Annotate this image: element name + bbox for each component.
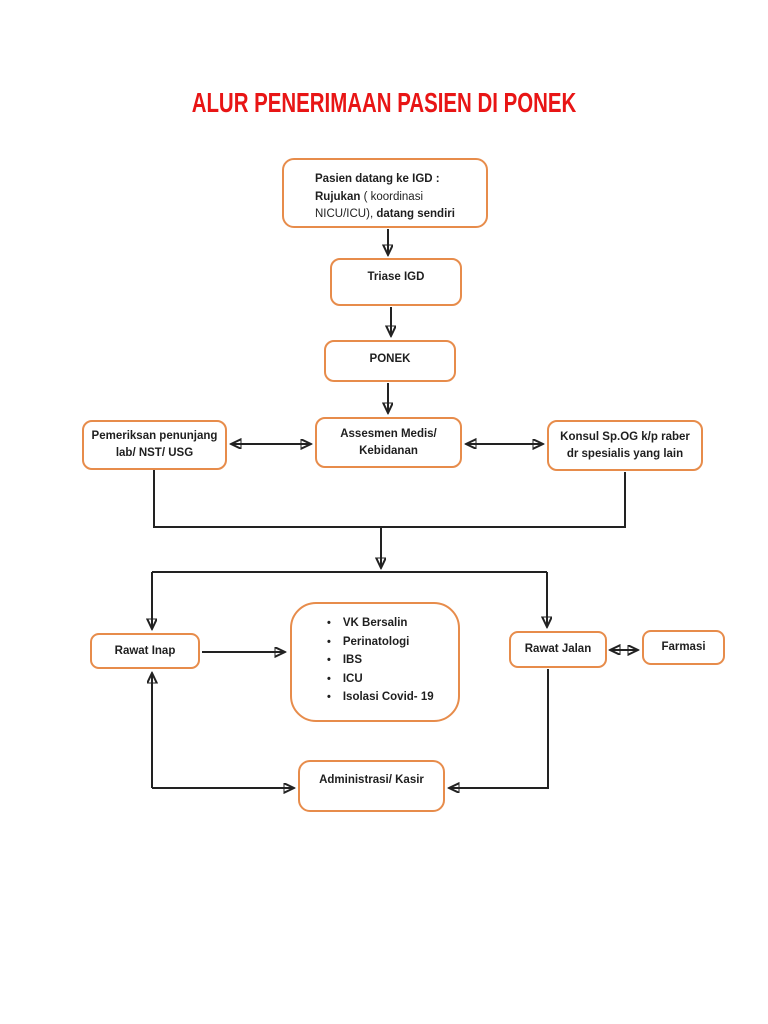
line-join-pemeriksan-konsul [153, 470, 626, 528]
node-administrasi-kasir: Administrasi/ Kasir [298, 760, 445, 812]
unit-vk-bersalin: VK Bersalin [342, 617, 408, 629]
node-farmasi: Farmasi [642, 630, 725, 665]
node-pasien-line1: Pasien datang ke IGD : [315, 173, 440, 185]
node-pasien-line3: NICU/ICU), datang sendiri [315, 206, 482, 224]
node-konsul-spog: Konsul Sp.OG k/p raber dr spesialis yang… [547, 420, 703, 471]
konsul-line1: Konsul Sp.OG k/p raber [560, 431, 690, 443]
list-item: • Isolasi Covid- 19 [292, 690, 458, 704]
pasien-datang-sendiri-text: datang sendiri [376, 208, 455, 220]
rawat-inap-label: Rawat Inap [114, 644, 176, 657]
unit-icu: ICU [342, 672, 363, 685]
node-pasien-line2: Rujukan ( koordinasi [315, 189, 482, 207]
pasien-rujukan-text: Rujukan [315, 190, 364, 203]
page-title: ALUR PENERIMAAN PASIEN DI PONEK [191, 87, 577, 118]
bullet-icon: • [327, 635, 331, 648]
pasien-koordinasi-text: ( koordinasi [363, 190, 424, 203]
bullet-icon: • [327, 654, 331, 666]
list-item: • VK Bersalin [292, 616, 458, 630]
node-assesmen-medis: Assesmen Medis/ Kebidanan [315, 417, 462, 468]
node-ponek: PONEK [324, 340, 456, 382]
list-item: • IBS [292, 653, 458, 667]
list-item: • Perinatologi [292, 635, 458, 649]
list-item: • ICU [292, 672, 458, 686]
node-triase-label: Triase IGD [367, 271, 425, 283]
unit-ibs: IBS [342, 654, 363, 666]
assesmen-line1: Assesmen Medis/ [340, 428, 437, 440]
rawat-jalan-label: Rawat Jalan [524, 643, 592, 655]
administrasi-label: Administrasi/ Kasir [319, 774, 424, 786]
node-rawat-inap: Rawat Inap [90, 633, 200, 669]
bullet-icon: • [327, 617, 331, 629]
node-unit-list: • VK Bersalin • Perinatologi • IBS • ICU • Is… [290, 602, 460, 722]
pemeriksan-line2: lab/ NST/ USG [115, 447, 194, 459]
konsul-line2: dr spesialis yang lain [566, 448, 684, 460]
node-pasien-datang: Pasien datang ke IGD : Rujukan ( koordin… [282, 158, 488, 228]
node-rawat-jalan: Rawat Jalan [509, 631, 607, 668]
unit-list: • VK Bersalin • Perinatologi • IBS • ICU • Is… [292, 616, 458, 704]
arrow-rawat-jalan-to-administrasi [450, 669, 549, 788]
farmasi-label: Farmasi [661, 641, 706, 653]
assesmen-line2: Kebidanan [359, 445, 418, 457]
unit-isolasi-covid: Isolasi Covid- 19 [342, 691, 434, 703]
bullet-icon: • [327, 672, 331, 685]
pemeriksan-line1: Pemeriksan penunjang [91, 430, 218, 442]
bullet-icon: • [327, 691, 331, 703]
node-triase-igd: Triase IGD [330, 258, 462, 306]
node-pemeriksan-penunjang: Pemeriksan penunjang lab/ NST/ USG [82, 420, 227, 470]
unit-perinatologi: Perinatologi [342, 635, 410, 648]
pasien-nicu-text: NICU/ICU), [315, 208, 377, 220]
node-ponek-label: PONEK [369, 353, 411, 365]
